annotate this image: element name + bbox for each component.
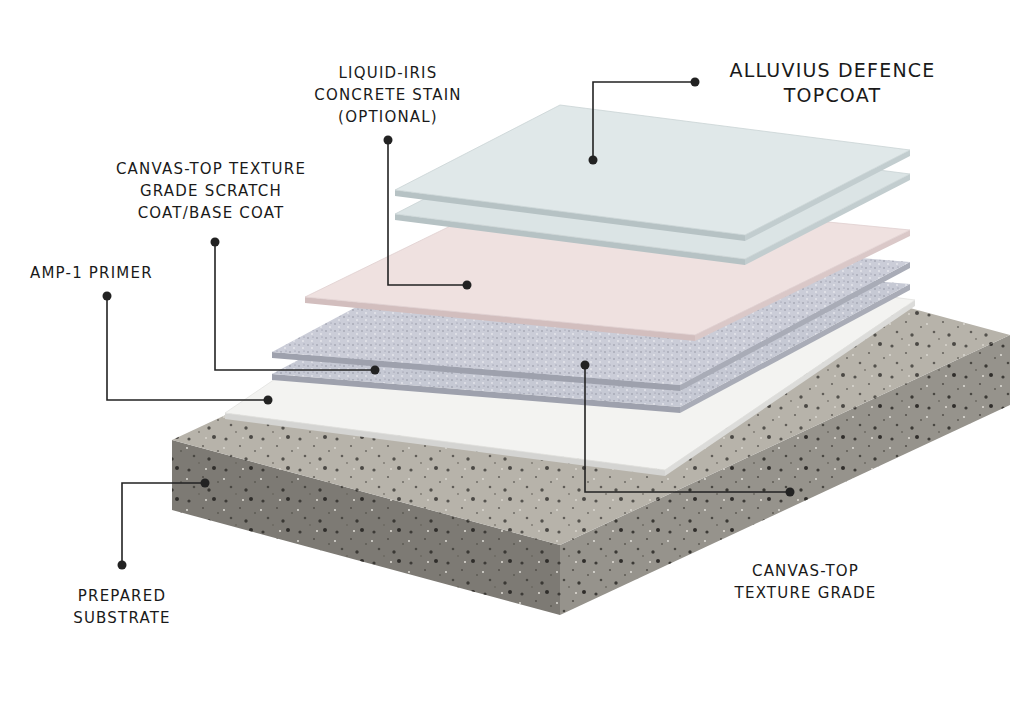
layer-label: AMP-1 PRIMER — [30, 262, 153, 284]
layer-label: PREPARED SUBSTRATE — [52, 585, 192, 629]
leader-dots — [103, 78, 795, 570]
layer-label: CANVAS-TOP TEXTURE GRADE — [718, 560, 893, 604]
topcoat-layer — [395, 105, 910, 241]
layer-label: ALLUVIUS DEFENCE TOPCOAT — [705, 58, 960, 108]
layer-label: CANVAS-TOP TEXTURE GRADE SCRATCH COAT/BA… — [100, 158, 322, 224]
leader-lines — [107, 82, 790, 565]
layer-label: LIQUID-IRIS CONCRETE STAIN (OPTIONAL) — [293, 62, 483, 128]
